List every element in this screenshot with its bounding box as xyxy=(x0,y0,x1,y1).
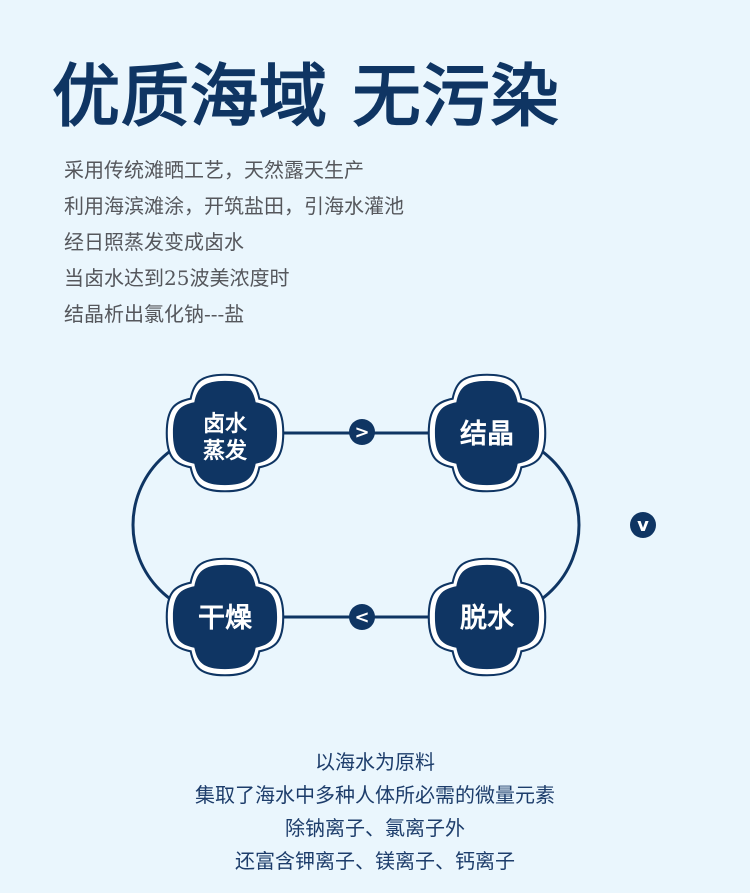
svg-text:<: < xyxy=(354,607,369,628)
arrow-right-icon: > xyxy=(349,419,375,445)
step-label: 卤水 xyxy=(203,411,248,437)
intro-line: 采用传统滩晒工艺，天然露天生产 xyxy=(64,158,364,182)
intro-line: 结晶析出氯化钠---盐 xyxy=(64,302,245,326)
process-cycle-diagram: 卤水 蒸发 结晶 脱水 干燥 > v < xyxy=(131,373,656,677)
intro-line: 利用海滨滩涂，开筑盐田，引海水灌池 xyxy=(64,194,404,218)
arrow-left-icon: < xyxy=(349,604,375,630)
intro-line: 当卤水达到25波美浓度时 xyxy=(64,266,290,290)
arrow-down-icon: v xyxy=(630,512,656,538)
footer-line: 以海水为原料 xyxy=(315,750,435,774)
step-node-brine-evaporation: 卤水 蒸发 xyxy=(165,373,285,493)
footer-line: 还富含钾离子、镁离子、钙离子 xyxy=(235,849,515,873)
step-label: 脱水 xyxy=(460,603,515,634)
intro-line: 经日照蒸发变成卤水 xyxy=(64,230,244,254)
step-label: 结晶 xyxy=(460,419,514,450)
footer-line: 集取了海水中多种人体所必需的微量元素 xyxy=(195,783,555,807)
intro-text: 采用传统滩晒工艺，天然露天生产 利用海滨滩涂，开筑盐田，引海水灌池 经日照蒸发变… xyxy=(64,152,404,332)
step-label: 蒸发 xyxy=(203,438,248,464)
svg-text:v: v xyxy=(637,515,649,536)
footer-text: 以海水为原料 集取了海水中多种人体所必需的微量元素 除钠离子、氯离子外 还富含钾… xyxy=(0,746,750,878)
svg-text:>: > xyxy=(354,422,369,443)
page-title: 优质海域 无污染 xyxy=(52,57,560,137)
step-node-drying: 干燥 xyxy=(165,557,285,677)
step-node-crystallization: 结晶 xyxy=(427,373,547,493)
step-node-dehydration: 脱水 xyxy=(427,557,547,677)
footer-line: 除钠离子、氯离子外 xyxy=(285,816,465,840)
step-label: 干燥 xyxy=(198,603,253,634)
